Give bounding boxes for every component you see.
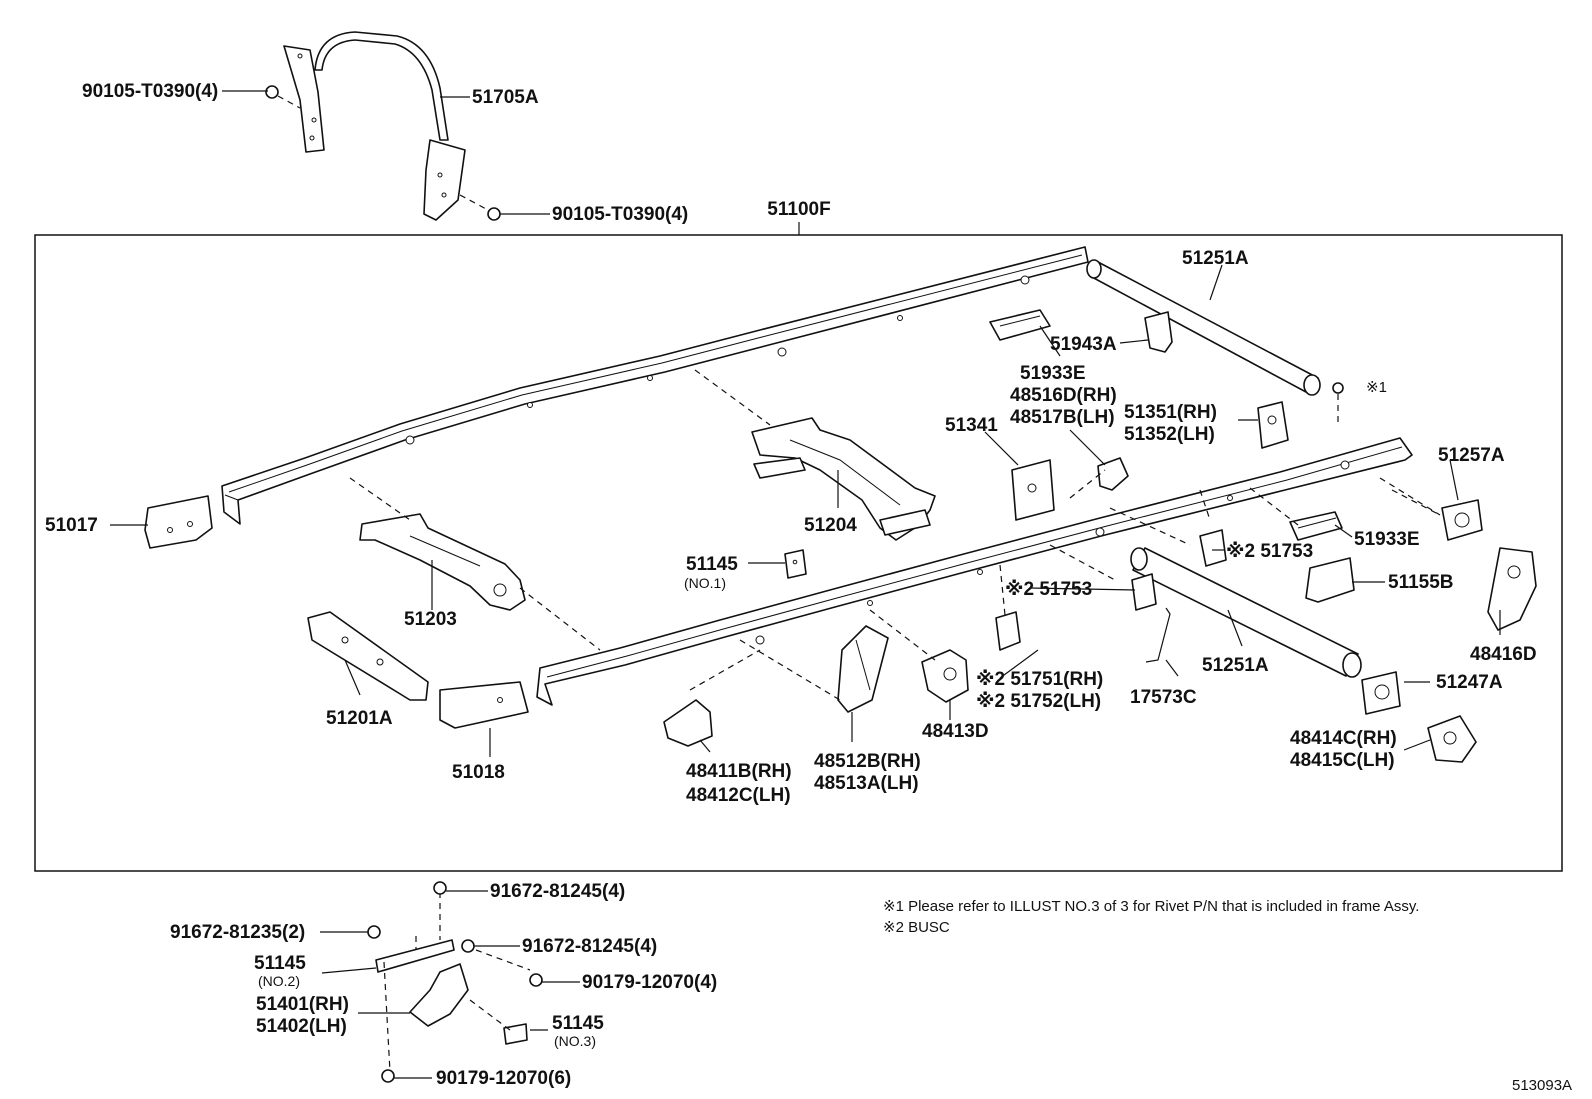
label-48517b: 48517B(LH) [1010,407,1115,428]
label-51247a: 51247A [1436,672,1503,693]
label-51257a: 51257A [1438,445,1505,466]
label-51341: 51341 [945,415,998,436]
part-51341-bracket [1011,459,1055,521]
label-51145-no3: 51145 [552,1013,604,1034]
note-busc: ※2 BUSC [883,919,950,936]
part-51705a-hoop [283,31,466,221]
part-51204-crossmember [751,417,936,541]
label-51145-no1-sub: (NO.1) [684,575,726,591]
part-51351-bracket [1257,401,1289,449]
part-51201a-member [307,611,429,701]
label-rivet-note-marker: ※1 [1366,379,1387,396]
part-51257a-plate [1391,489,1483,541]
part-51018-bracket [439,681,529,729]
note-rivet: ※1 Please refer to ILLUST NO.3 of 3 for … [883,898,1419,915]
part-51751-bracket [995,611,1021,651]
label-51752: ※2 51752(LH) [976,691,1101,712]
lower-bracket-assembly [375,892,531,1073]
label-51145-no2: 51145 [254,953,306,974]
label-51753-a: ※2 51753 [1226,541,1313,562]
label-51401: 51401(RH) [256,994,349,1015]
label-48412c: 48412C(LH) [686,785,791,806]
part-48416d-hanger [1487,547,1537,631]
diagram-id: 513093A [1512,1077,1572,1094]
part-51251a-upper-tube [1086,259,1321,396]
right-side-rail [536,437,1413,706]
label-51155b: 51155B [1388,572,1454,593]
part-48512b-bracket [837,625,889,713]
bolt-91672-a-icon [433,881,447,895]
label-frame-51100f: 51100F [767,199,830,220]
label-51145-no1: 51145 [686,554,738,575]
label-90105-mid: 90105-T0390(4) [552,204,688,225]
label-48415c: 48415C(LH) [1290,750,1395,771]
label-90179-b: 90179-12070(6) [436,1068,571,1089]
part-48413d-bracket [921,649,969,703]
bolt-91672-b-icon [367,925,381,939]
label-51201a: 51201A [326,708,393,729]
label-51402: 51402(LH) [256,1016,347,1037]
part-51155b-bracket [1305,557,1355,603]
part-51933e-top-plate [989,309,1051,341]
label-51204: 51204 [804,515,857,536]
label-17573c: 17573C [1130,687,1197,708]
label-51145-no2-sub: (NO.2) [258,973,300,989]
bolt-90105-mid-icon [459,194,501,221]
part-48411b-bracket [663,699,713,747]
bolt-91672-c-icon [461,939,475,953]
label-91672-a: 91672-81245(4) [490,881,625,902]
rivet-icon [1332,382,1344,425]
label-48414c: 48414C(RH) [1290,728,1397,749]
label-51251a-top: 51251A [1182,248,1249,269]
left-side-rail [221,246,1089,525]
part-51943a-bracket [1144,311,1173,353]
label-90105-top: 90105-T0390(4) [82,81,218,102]
part-17573c-rod [1145,607,1171,663]
part-51753-bracket-b [1131,573,1157,611]
label-51352: 51352(LH) [1124,424,1215,445]
label-51203: 51203 [404,609,457,630]
label-91672-c: 91672-81245(4) [522,936,657,957]
part-51203-crossmember [359,513,526,611]
label-91672-b: 91672-81235(2) [170,922,305,943]
label-51933e-top: 51933E [1020,363,1086,384]
label-48411b: 48411B(RH) [686,761,792,782]
label-51933e-right: 51933E [1354,529,1420,550]
label-48516d: 48516D(RH) [1010,385,1117,406]
part-51933e-right-plate [1289,511,1343,541]
label-51251a-low: 51251A [1202,655,1269,676]
label-51017: 51017 [45,515,98,536]
leader-lines [110,90,1501,1079]
part-51017-bracket [144,495,213,549]
label-51751: ※2 51751(RH) [976,669,1103,690]
part-48414c-hanger [1427,715,1477,763]
part-51251a-lower-tube [1130,547,1362,678]
label-48512b: 48512B(RH) [814,751,921,772]
bolt-90105-top-icon [265,85,301,109]
locator-dashes [349,369,1441,701]
nut-90179-a-icon [529,973,543,987]
label-90179-a: 90179-12070(4) [582,972,717,993]
label-48416d: 48416D [1470,644,1537,665]
nut-90179-b-icon [381,1069,395,1083]
label-48513a: 48513A(LH) [814,773,919,794]
label-51705a: 51705A [472,87,539,108]
part-48516d-bracket [1097,457,1129,491]
part-51753-bracket-a [1199,529,1227,567]
part-51145-no1-plate [784,549,807,579]
label-51018: 51018 [452,762,505,783]
part-51247a-plate [1361,671,1401,715]
label-51145-no3-sub: (NO.3) [554,1033,596,1049]
label-51943a: 51943A [1050,334,1117,355]
label-51753-b: ※2 51753 [1005,579,1092,600]
label-48413d: 48413D [922,721,989,742]
label-51351: 51351(RH) [1124,402,1217,423]
